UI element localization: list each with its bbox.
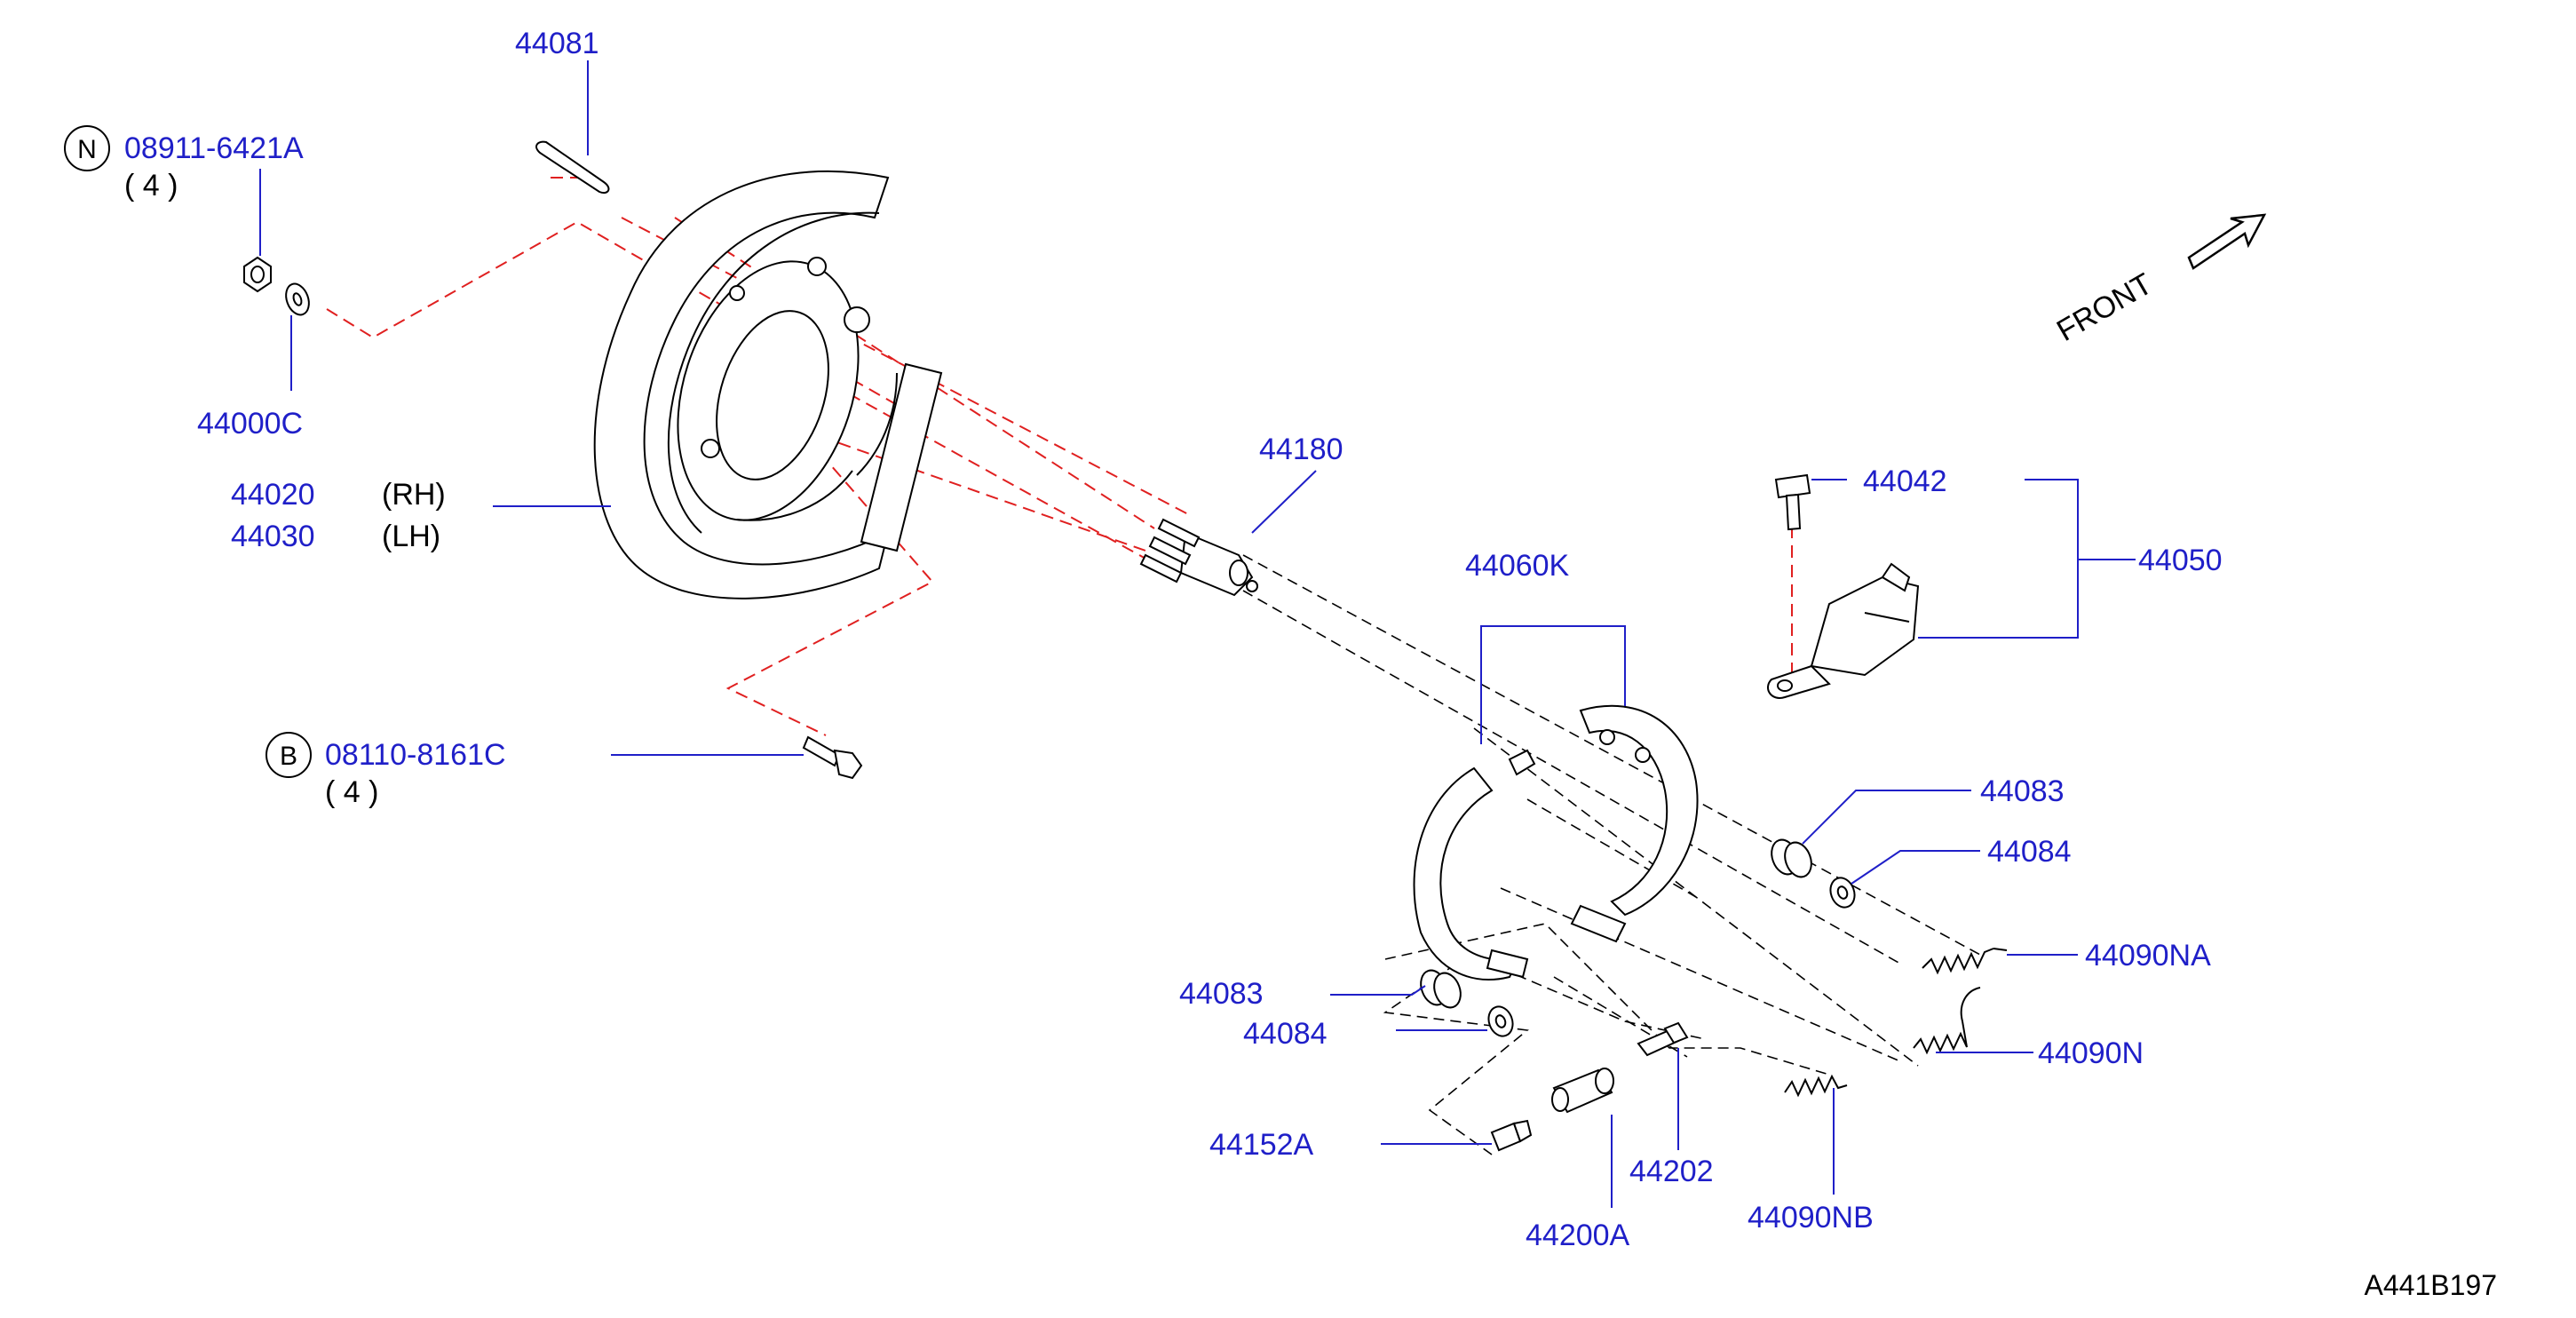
assembly-lines-black bbox=[1242, 554, 1981, 1155]
adjuster-44180 bbox=[1139, 518, 1258, 597]
side-label-lh: (LH) bbox=[382, 520, 440, 553]
marker-b-letter: B bbox=[280, 742, 297, 771]
clip-44084-lower bbox=[1487, 1005, 1514, 1037]
leader-lines bbox=[259, 60, 2136, 1208]
adjuster-44200a bbox=[1551, 1068, 1614, 1114]
part-label-44180: 44180 bbox=[1259, 433, 1343, 466]
part-label-44090n: 44090N bbox=[2038, 1036, 2144, 1070]
part-label-44000c: 44000C bbox=[197, 407, 303, 441]
side-label-rh: (RH) bbox=[382, 478, 446, 512]
part-label-44060k: 44060K bbox=[1465, 549, 1570, 583]
part-label-44050: 44050 bbox=[2138, 544, 2223, 577]
marker-n: N bbox=[64, 125, 110, 171]
part-label-44084-lower: 44084 bbox=[1243, 1017, 1328, 1051]
backing-plate bbox=[593, 170, 943, 599]
marker-n-letter: N bbox=[77, 135, 97, 164]
front-indicator: FRONT bbox=[2051, 213, 2267, 348]
part-labels: 44081 08911-6421A ( 4 ) 44000C 44020 (RH… bbox=[124, 27, 2223, 1252]
part-label-08911: 08911-6421A bbox=[124, 131, 304, 165]
clip-44084-upper bbox=[1829, 877, 1856, 909]
spring-44083-upper bbox=[1771, 838, 1812, 878]
spring-44090n bbox=[1913, 987, 1981, 1055]
front-arrow-icon bbox=[2187, 213, 2267, 270]
qty-label-n: ( 4 ) bbox=[124, 169, 178, 202]
bolt-44042 bbox=[1774, 473, 1811, 531]
bolt-08110 bbox=[802, 735, 863, 780]
part-label-44042: 44042 bbox=[1863, 464, 1947, 498]
qty-label-b: ( 4 ) bbox=[325, 775, 378, 809]
part-label-44152a: 44152A bbox=[1209, 1128, 1314, 1162]
part-label-44090nb: 44090NB bbox=[1748, 1201, 1874, 1235]
part-label-44030: 44030 bbox=[231, 520, 315, 553]
brake-shoe-left bbox=[1413, 749, 1536, 981]
front-label: FRONT bbox=[2051, 266, 2158, 347]
spring-44090na bbox=[1922, 948, 2008, 975]
spring-44090nb bbox=[1784, 1074, 1848, 1098]
marker-b: B bbox=[266, 732, 312, 778]
nipple-44152a bbox=[1490, 1119, 1533, 1152]
part-label-44084-upper: 44084 bbox=[1987, 835, 2072, 869]
part-label-44083-upper: 44083 bbox=[1980, 774, 2065, 808]
part-label-44081: 44081 bbox=[515, 27, 599, 60]
part-label-44020: 44020 bbox=[231, 478, 315, 512]
part-label-44200a: 44200A bbox=[1526, 1219, 1630, 1252]
bracket-44050 bbox=[1767, 562, 1920, 699]
washer-44000c bbox=[285, 282, 310, 316]
screw-44202 bbox=[1637, 1021, 1689, 1057]
diagram-code: A441B197 bbox=[2365, 1269, 2497, 1301]
nut-08911 bbox=[243, 256, 272, 293]
part-label-08110: 08110-8161C bbox=[325, 738, 506, 772]
brake-shoe-right bbox=[1570, 704, 1699, 943]
part-label-44202: 44202 bbox=[1629, 1155, 1714, 1188]
part-label-44090na: 44090NA bbox=[2085, 939, 2211, 973]
assembly-lines-red bbox=[326, 177, 1793, 736]
part-label-44083-lower: 44083 bbox=[1179, 977, 1264, 1011]
pin-44081 bbox=[535, 140, 610, 194]
spring-44083-lower bbox=[1420, 969, 1462, 1009]
